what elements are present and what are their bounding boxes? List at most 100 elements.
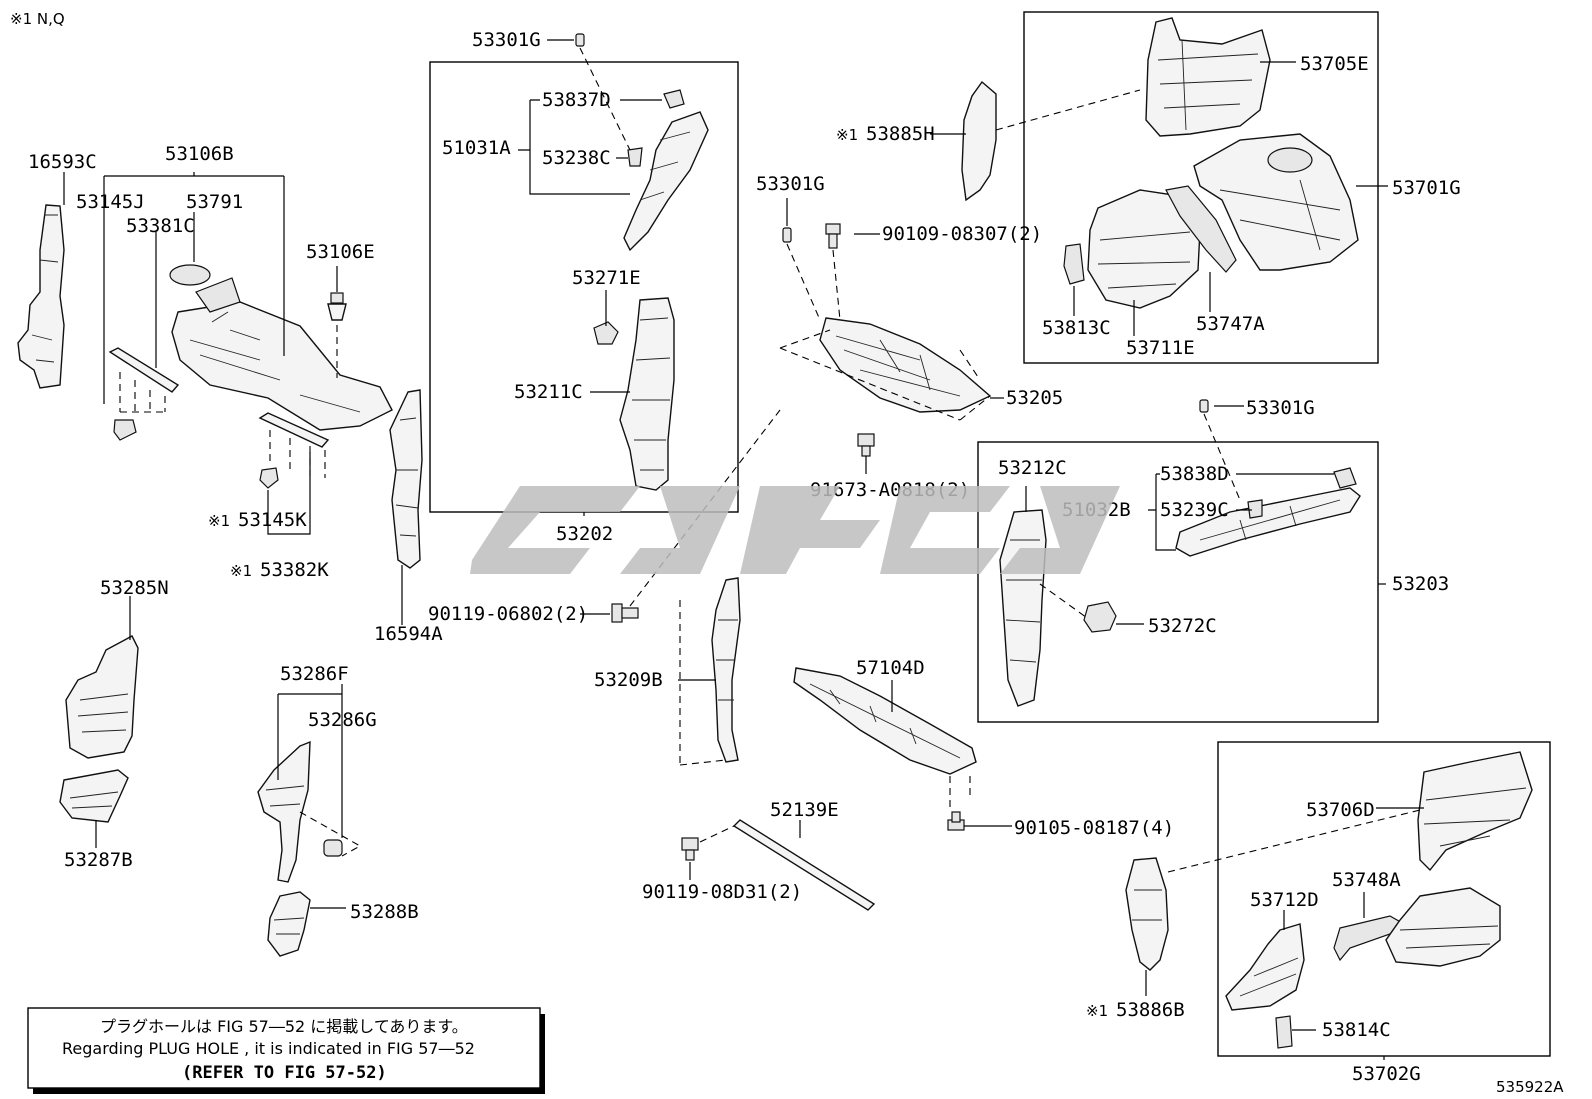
label-53705E[interactable]: 53705E — [1300, 53, 1369, 75]
part-53301G-b-drawing[interactable] — [782, 227, 821, 321]
part-53106B-drawing[interactable] — [169, 264, 393, 431]
part-53211C-drawing[interactable] — [619, 297, 675, 491]
part-91673-A0818-drawing[interactable] — [857, 433, 875, 457]
label-53202[interactable]: 53202 — [556, 523, 613, 545]
label-53837D[interactable]: 53837D — [542, 89, 611, 111]
part-53106E-drawing[interactable] — [327, 292, 347, 378]
label-53301G-b[interactable]: 53301G — [756, 173, 825, 195]
marker-53885H: ※1 — [836, 126, 858, 144]
label-53286G[interactable]: 53286G — [308, 709, 377, 731]
label-53212C[interactable]: 53212C — [998, 457, 1067, 479]
part-16594A-drawing[interactable] — [389, 389, 423, 569]
label-53838D[interactable]: 53838D — [1160, 463, 1229, 485]
label-53209B[interactable]: 53209B — [594, 669, 663, 691]
part-16593C-drawing[interactable] — [17, 204, 65, 389]
label-53239C[interactable]: 53239C — [1160, 499, 1229, 521]
part-52139E-drawing[interactable] — [732, 819, 876, 911]
part-53205-drawing[interactable] — [779, 317, 992, 421]
part-53382K-drawing[interactable] — [258, 412, 330, 489]
part-53272C-drawing[interactable] — [1083, 601, 1117, 633]
group-box-53203 — [977, 441, 1379, 723]
watermark-logo-icon — [470, 486, 1120, 574]
label-16593C[interactable]: 16593C — [28, 151, 97, 173]
marker-53145K: ※1 — [208, 512, 230, 530]
label-90119-06802[interactable]: 90119-06802(2) — [428, 603, 588, 625]
note-line-japanese: プラグホールは FIG 57―52 に掲載してあります。 — [100, 1017, 468, 1036]
plug-hole-note: プラグホールは FIG 57―52 に掲載してあります。 Regarding P… — [27, 1007, 545, 1094]
note-line-reference: (REFER TO FIG 57-52) — [182, 1063, 387, 1083]
label-53886B[interactable]: 53886B — [1116, 999, 1185, 1021]
part-53705E-drawing[interactable] — [1145, 17, 1271, 137]
label-53301G-c[interactable]: 53301G — [1246, 397, 1315, 419]
part-53706D-drawing[interactable] — [1167, 751, 1533, 873]
label-52139E[interactable]: 52139E — [770, 799, 839, 821]
label-53287B[interactable]: 53287B — [64, 849, 133, 871]
label-16594A[interactable]: 16594A — [374, 623, 443, 645]
label-57104D[interactable]: 57104D — [856, 657, 925, 679]
part-51031A-drawing[interactable] — [623, 89, 709, 252]
part-53885H-drawing[interactable] — [961, 80, 1141, 202]
part-53286G-drawing[interactable] — [299, 811, 362, 857]
note-line-english: Regarding PLUG HOLE , it is indicated in… — [62, 1039, 475, 1058]
part-53813C-drawing[interactable] — [1063, 243, 1085, 285]
part-53287B-drawing[interactable] — [59, 769, 129, 823]
label-53145J[interactable]: 53145J — [76, 191, 145, 213]
label-53747A[interactable]: 53747A — [1196, 313, 1265, 335]
label-53706D[interactable]: 53706D — [1306, 799, 1375, 821]
label-90109-08307[interactable]: 90109-08307(2) — [882, 223, 1042, 245]
label-53702G[interactable]: 53702G — [1352, 1063, 1421, 1085]
part-53701G-drawing[interactable] — [1193, 133, 1359, 271]
label-53286F[interactable]: 53286F — [280, 663, 349, 685]
part-53286F-drawing[interactable] — [257, 740, 311, 883]
marker-53886B: ※1 — [1086, 1002, 1108, 1020]
leader-lines — [63, 39, 1424, 1060]
label-53288B[interactable]: 53288B — [350, 901, 419, 923]
label-53382K[interactable]: 53382K — [260, 559, 329, 581]
label-53203[interactable]: 53203 — [1392, 573, 1449, 595]
label-53712D[interactable]: 53712D — [1250, 889, 1319, 911]
label-53211C[interactable]: 53211C — [514, 381, 583, 403]
label-53301G-a[interactable]: 53301G — [472, 29, 541, 51]
part-51032B-drawing[interactable] — [1175, 467, 1361, 557]
part-53747A-drawing[interactable] — [1165, 185, 1237, 273]
part-53301G-c-drawing[interactable] — [1199, 399, 1241, 501]
figure-code: 535922A — [1496, 1078, 1564, 1096]
label-53701G[interactable]: 53701G — [1392, 177, 1461, 199]
label-53145K[interactable]: 53145K — [238, 509, 307, 531]
label-53271E[interactable]: 53271E — [572, 267, 641, 289]
part-labels: 16593C 53106B 53145J 53791 53381C 53106E… — [28, 29, 1461, 1085]
label-51031A[interactable]: 51031A — [442, 137, 511, 159]
label-90105-08187[interactable]: 90105-08187(4) — [1014, 817, 1174, 839]
part-90109-08307-drawing[interactable] — [825, 223, 841, 321]
part-53886B-drawing[interactable] — [1125, 857, 1169, 971]
part-53145J-drawing[interactable] — [108, 347, 180, 441]
label-53238C[interactable]: 53238C — [542, 147, 611, 169]
label-53885H[interactable]: 53885H — [866, 123, 935, 145]
label-53205[interactable]: 53205 — [1006, 387, 1063, 409]
part-57104D-drawing[interactable] — [793, 667, 977, 775]
part-53209B-drawing[interactable] — [679, 577, 741, 766]
label-53381C[interactable]: 53381C — [126, 215, 195, 237]
part-53288B-drawing[interactable] — [267, 891, 311, 957]
label-53748A[interactable]: 53748A — [1332, 869, 1401, 891]
part-90119-08D31-drawing[interactable] — [681, 825, 735, 861]
label-53106B[interactable]: 53106B — [165, 143, 234, 165]
label-53814C[interactable]: 53814C — [1322, 1019, 1391, 1041]
part-53814C-drawing[interactable] — [1275, 1015, 1293, 1049]
part-53712D-drawing[interactable] — [1225, 923, 1305, 1011]
part-90105-08187-drawing[interactable] — [947, 776, 971, 831]
part-53711E-drawing[interactable] — [1087, 189, 1201, 309]
part-53748A-drawing[interactable] — [1333, 915, 1406, 962]
label-53285N[interactable]: 53285N — [100, 577, 169, 599]
label-53813C[interactable]: 53813C — [1042, 317, 1111, 339]
label-90119-08D31[interactable]: 90119-08D31(2) — [642, 881, 802, 903]
label-53272C[interactable]: 53272C — [1148, 615, 1217, 637]
part-53301G-a-drawing[interactable] — [575, 33, 631, 151]
label-53106E[interactable]: 53106E — [306, 241, 375, 263]
group-box-53701G — [1023, 11, 1379, 364]
label-53711E[interactable]: 53711E — [1126, 337, 1195, 359]
part-53702G-drawing[interactable] — [1385, 887, 1501, 967]
part-53285N-drawing[interactable] — [65, 635, 139, 759]
marker-53382K: ※1 — [230, 562, 252, 580]
label-53791[interactable]: 53791 — [186, 191, 243, 213]
